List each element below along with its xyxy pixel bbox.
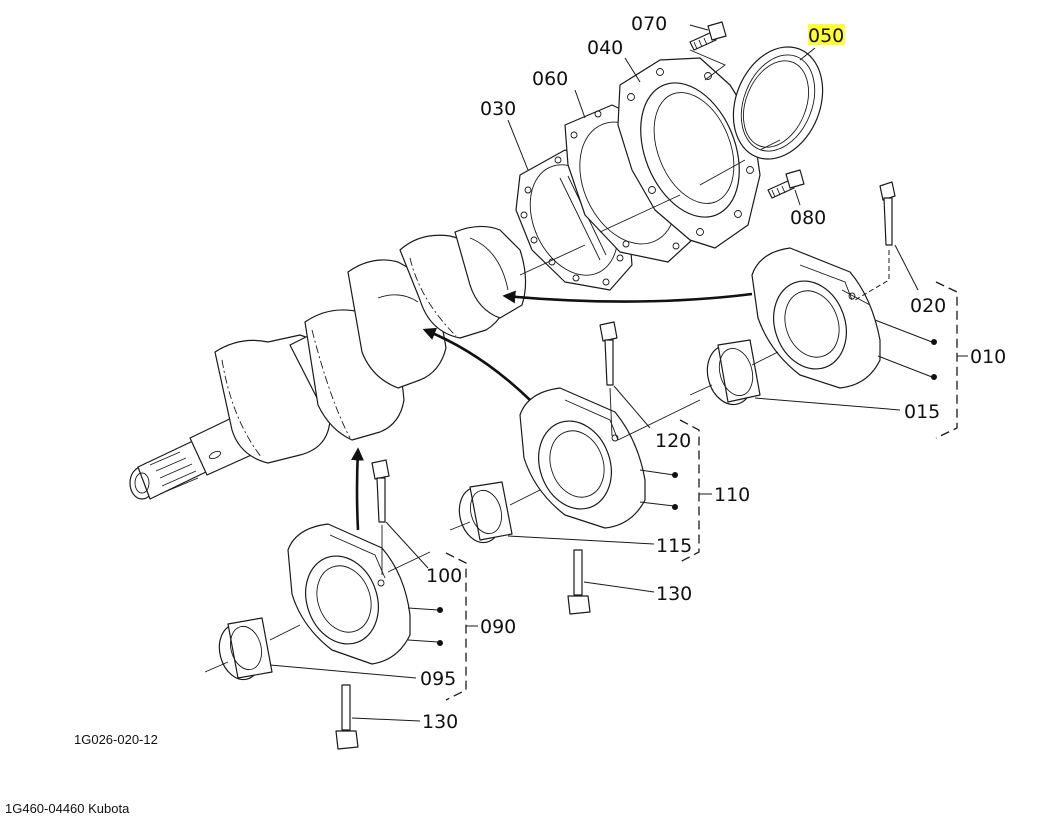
crankshaft[interactable]: [129, 225, 527, 500]
callout-dot: [672, 472, 678, 478]
part-115-bearing[interactable]: [453, 481, 513, 547]
label-115[interactable]: 115: [656, 535, 692, 557]
part-080-bolt[interactable]: [767, 169, 805, 199]
bracket-110: [679, 419, 712, 563]
label-095[interactable]: 095: [420, 668, 456, 690]
assembly-arrow-110: [422, 327, 531, 401]
part-110-main-bearing-case[interactable]: [519, 387, 646, 529]
callout-dot: [437, 607, 443, 613]
leader-lines: [269, 24, 933, 722]
part-100-bolt[interactable]: [371, 459, 390, 575]
label-040[interactable]: 040: [587, 37, 623, 59]
part-020-bolt[interactable]: [854, 181, 896, 301]
label-080[interactable]: 080: [790, 207, 826, 229]
callout-dot: [672, 504, 678, 510]
part-095-bearing[interactable]: [213, 617, 273, 684]
assembly-arrow-090: [350, 447, 364, 531]
bracket-090: [445, 552, 478, 701]
label-070[interactable]: 070: [631, 13, 667, 35]
label-020[interactable]: 020: [910, 295, 946, 317]
callout-dot: [437, 640, 443, 646]
label-090[interactable]: 090: [480, 616, 516, 638]
part-050-oil-seal[interactable]: [717, 33, 838, 172]
figure-code: 1G026-020-12: [74, 732, 158, 747]
part-090-main-bearing-case[interactable]: [287, 523, 411, 665]
callout-dot: [931, 374, 937, 380]
part-120-bolt[interactable]: [599, 321, 618, 437]
part-040-oil-seal-case[interactable]: [617, 57, 761, 249]
label-010[interactable]: 010: [970, 346, 1006, 368]
part-130-bolt-lower[interactable]: [335, 684, 359, 750]
label-015[interactable]: 015: [904, 401, 940, 423]
highlight-050: [808, 24, 845, 45]
part-015-bearing[interactable]: [701, 339, 761, 410]
assembly-arrow-010: [502, 290, 753, 304]
label-060[interactable]: 060: [532, 68, 568, 90]
label-030[interactable]: 030: [480, 98, 516, 120]
label-120[interactable]: 120: [655, 430, 691, 452]
label-130-lower[interactable]: 130: [422, 711, 458, 733]
part-number-footer: 1G460-04460 Kubota: [5, 801, 130, 816]
label-130-middle[interactable]: 130: [656, 583, 692, 605]
label-050[interactable]: 050: [808, 25, 844, 47]
part-070-bolt[interactable]: [689, 21, 727, 51]
bracket-010: [935, 281, 968, 439]
part-130-bolt-middle[interactable]: [567, 549, 591, 615]
label-110[interactable]: 110: [714, 484, 750, 506]
part-010-main-bearing-case[interactable]: [751, 247, 881, 389]
callout-dot: [931, 339, 937, 345]
label-100[interactable]: 100: [426, 565, 462, 587]
